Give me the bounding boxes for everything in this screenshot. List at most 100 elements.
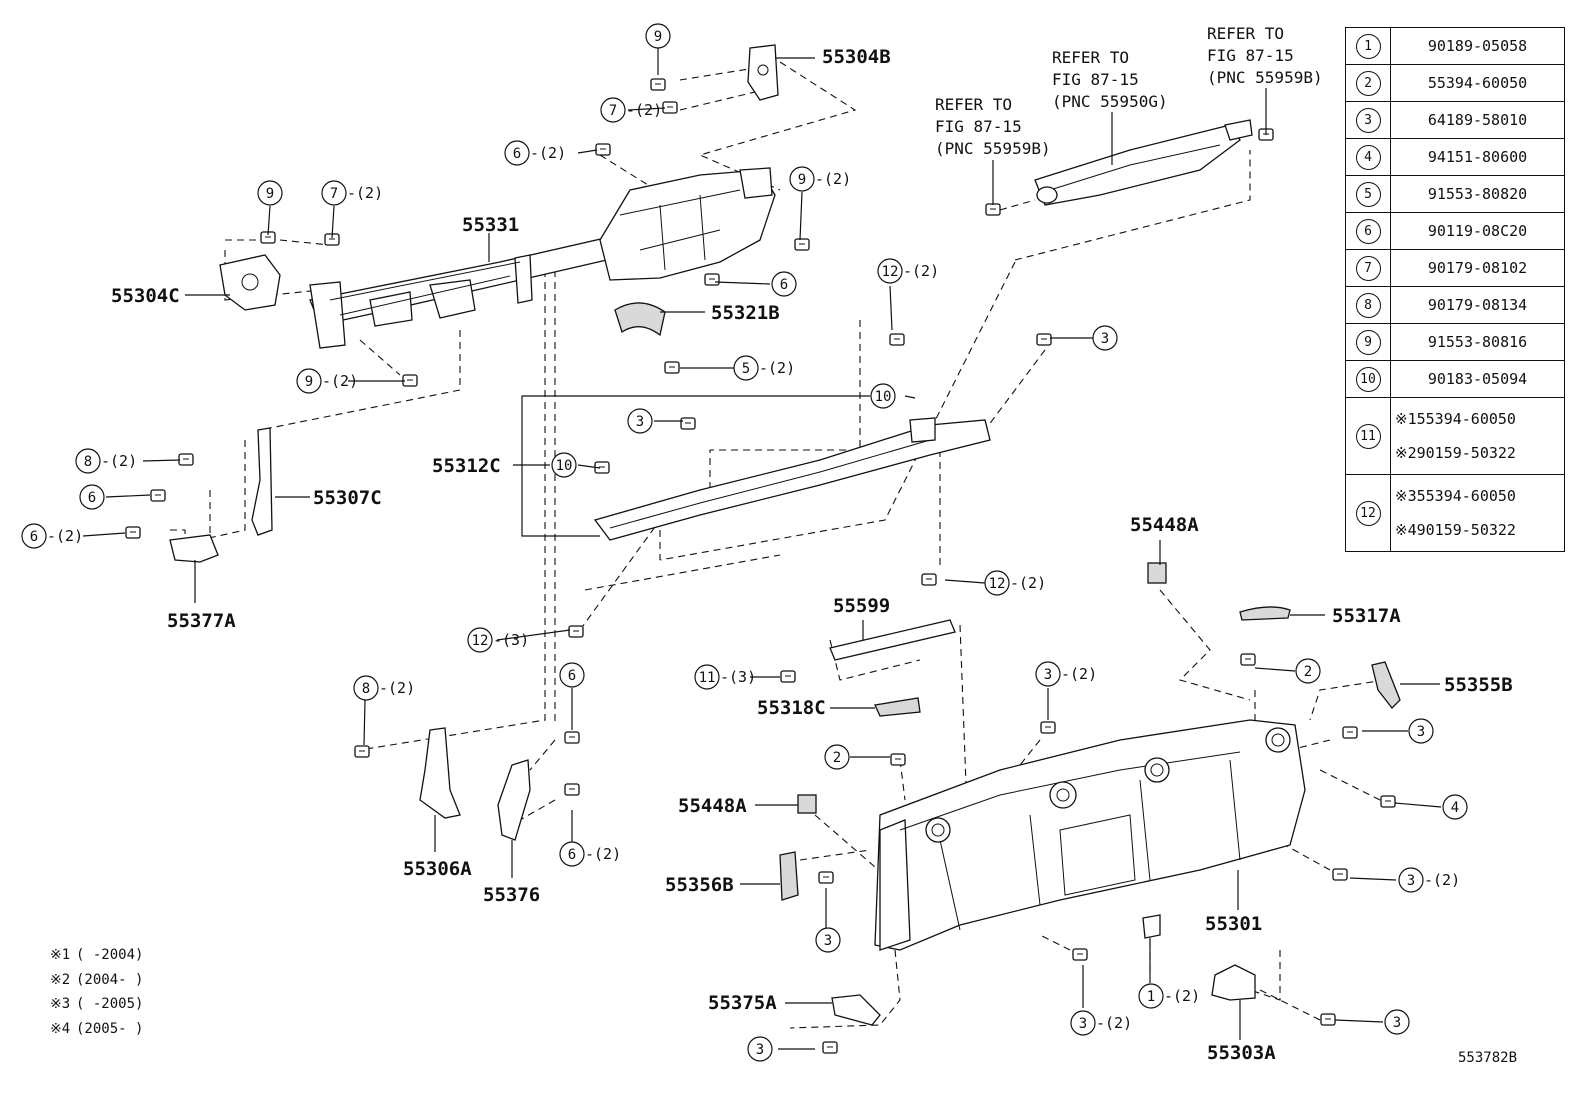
callout-quantity: -(2) <box>1424 871 1460 889</box>
callout-quantity: -(2) <box>47 527 83 545</box>
callout-number: 6 <box>88 490 96 506</box>
label-55377A: 55377A <box>167 610 236 632</box>
callout-number: 9 <box>266 186 274 202</box>
bracket-55321B <box>614 302 666 337</box>
footnote-4-mark: ※4 <box>50 1021 70 1037</box>
callout-6: 6 -(2) <box>559 841 621 867</box>
legend-part: 90189-05058 <box>1390 27 1565 65</box>
bracket-55377A <box>169 534 219 563</box>
callout-quantity: -(2) <box>322 372 358 390</box>
legend-number: 8 <box>1355 292 1381 318</box>
callout-quantity: -(2) <box>585 845 621 863</box>
callout-number: 6 <box>568 847 576 863</box>
callout-quantity: -(2) <box>903 262 939 280</box>
callout-circle <box>870 383 896 409</box>
callout-circle <box>257 180 283 206</box>
legend-number: 3 <box>1355 107 1381 133</box>
callout-number: 9 <box>654 29 662 45</box>
bracket-55307C <box>251 427 273 536</box>
callout-number: 3 <box>824 933 832 949</box>
label-55321B: 55321B <box>711 302 780 324</box>
callout-circle <box>1295 658 1321 684</box>
bracket-55306A <box>419 727 461 819</box>
callout-circle <box>551 452 577 478</box>
label-55304B: 55304B <box>822 46 891 68</box>
callout-circle <box>877 258 903 284</box>
callout-number: 11 <box>699 670 716 686</box>
callout-1: 1 -(2) <box>1138 983 1200 1009</box>
callout-number: 12 <box>472 633 489 649</box>
footnote-3-mark: ※3 <box>50 996 70 1012</box>
callout-8: 8-(2) <box>75 448 137 474</box>
callout-circle <box>1384 1009 1410 1035</box>
callout-11: 11-(3) <box>694 664 756 690</box>
variant-mark: ※1 <box>1395 410 1417 428</box>
callout-number: 12 <box>989 576 1006 592</box>
legend-part: 91553-80816 <box>1390 323 1565 361</box>
pad-55448A-a <box>1147 562 1167 584</box>
legend-row: 9 91553-80816 <box>1345 323 1565 361</box>
variant-mark: ※3 <box>1395 487 1417 505</box>
legend-variant: ※155394-60050 <box>1391 402 1564 436</box>
callout-number: 6 <box>568 668 576 684</box>
bracket-55376 <box>497 759 531 841</box>
callout-number: 4 <box>1451 800 1459 816</box>
legend-number: 10 <box>1355 366 1381 392</box>
callout-number: 10 <box>875 389 892 405</box>
footnote-2-text: (2004- ) <box>76 972 143 988</box>
refer-note-1-line3: (PNC 55959B) <box>935 139 1051 158</box>
callout-number: 3 <box>1407 873 1415 889</box>
callout-quantity: -(2) <box>815 170 851 188</box>
label-55317A: 55317A <box>1332 605 1401 627</box>
callout-12: 12-(3) <box>467 627 529 653</box>
callout-quantity: -(2) <box>1061 665 1097 683</box>
callout-6: 6 <box>559 662 585 688</box>
callout-3: 3 -(2) <box>1398 867 1460 893</box>
variant-mark: ※4 <box>1395 521 1417 539</box>
callout-10: 10 <box>870 383 896 409</box>
refer-note-2-line1: REFER TO <box>1052 48 1129 67</box>
callout-7: 7-(2) <box>600 97 662 123</box>
callout-quantity: -(2) <box>530 144 566 162</box>
variant-part: 55394-60050 <box>1416 410 1516 428</box>
refer-note-2-line3: (PNC 55950G) <box>1052 92 1168 111</box>
callout-circle <box>645 23 671 49</box>
legend-part: 90119-08C20 <box>1390 212 1565 250</box>
callout-circle <box>21 523 47 549</box>
legend-number: 11 <box>1355 423 1381 449</box>
label-55318C: 55318C <box>757 697 826 719</box>
callout-3: 3 <box>815 927 841 953</box>
callout-quantity: -(2) <box>1164 987 1200 1005</box>
bracket-55375A <box>831 994 881 1026</box>
callout-circle <box>559 662 585 688</box>
label-55312C: 55312C <box>432 455 501 477</box>
callout-circle <box>1408 718 1434 744</box>
legend-number: 5 <box>1355 181 1381 207</box>
legend-part: 90179-08102 <box>1390 249 1565 287</box>
callout-circle <box>824 744 850 770</box>
diagram-code: 553782B <box>1458 1050 1517 1066</box>
legend-variant: ※290159-50322 <box>1391 436 1564 470</box>
callout-12: 12-(2) <box>984 570 1046 596</box>
callout-number: 1 <box>1147 989 1155 1005</box>
callout-quantity: -(3) <box>720 668 756 686</box>
callout-circle <box>296 368 322 394</box>
label-55331: 55331 <box>462 214 519 236</box>
callout-number: 6 <box>513 146 521 162</box>
callout-number: 5 <box>742 361 750 377</box>
leader-lines <box>82 48 1442 1050</box>
cross-car-beam-55331 <box>309 167 776 349</box>
legend-row: 10 90183-05094 <box>1345 360 1565 398</box>
cover-55355B <box>1371 661 1401 709</box>
legend-number: 12 <box>1355 500 1381 526</box>
callout-number: 3 <box>756 1042 764 1058</box>
callout-7: 7-(2) <box>321 180 383 206</box>
callout-number: 6 <box>780 277 788 293</box>
legend-part: 90183-05094 <box>1390 360 1565 398</box>
callout-circle <box>467 627 493 653</box>
variant-mark: ※2 <box>1395 444 1417 462</box>
callout-number: 9 <box>305 374 313 390</box>
